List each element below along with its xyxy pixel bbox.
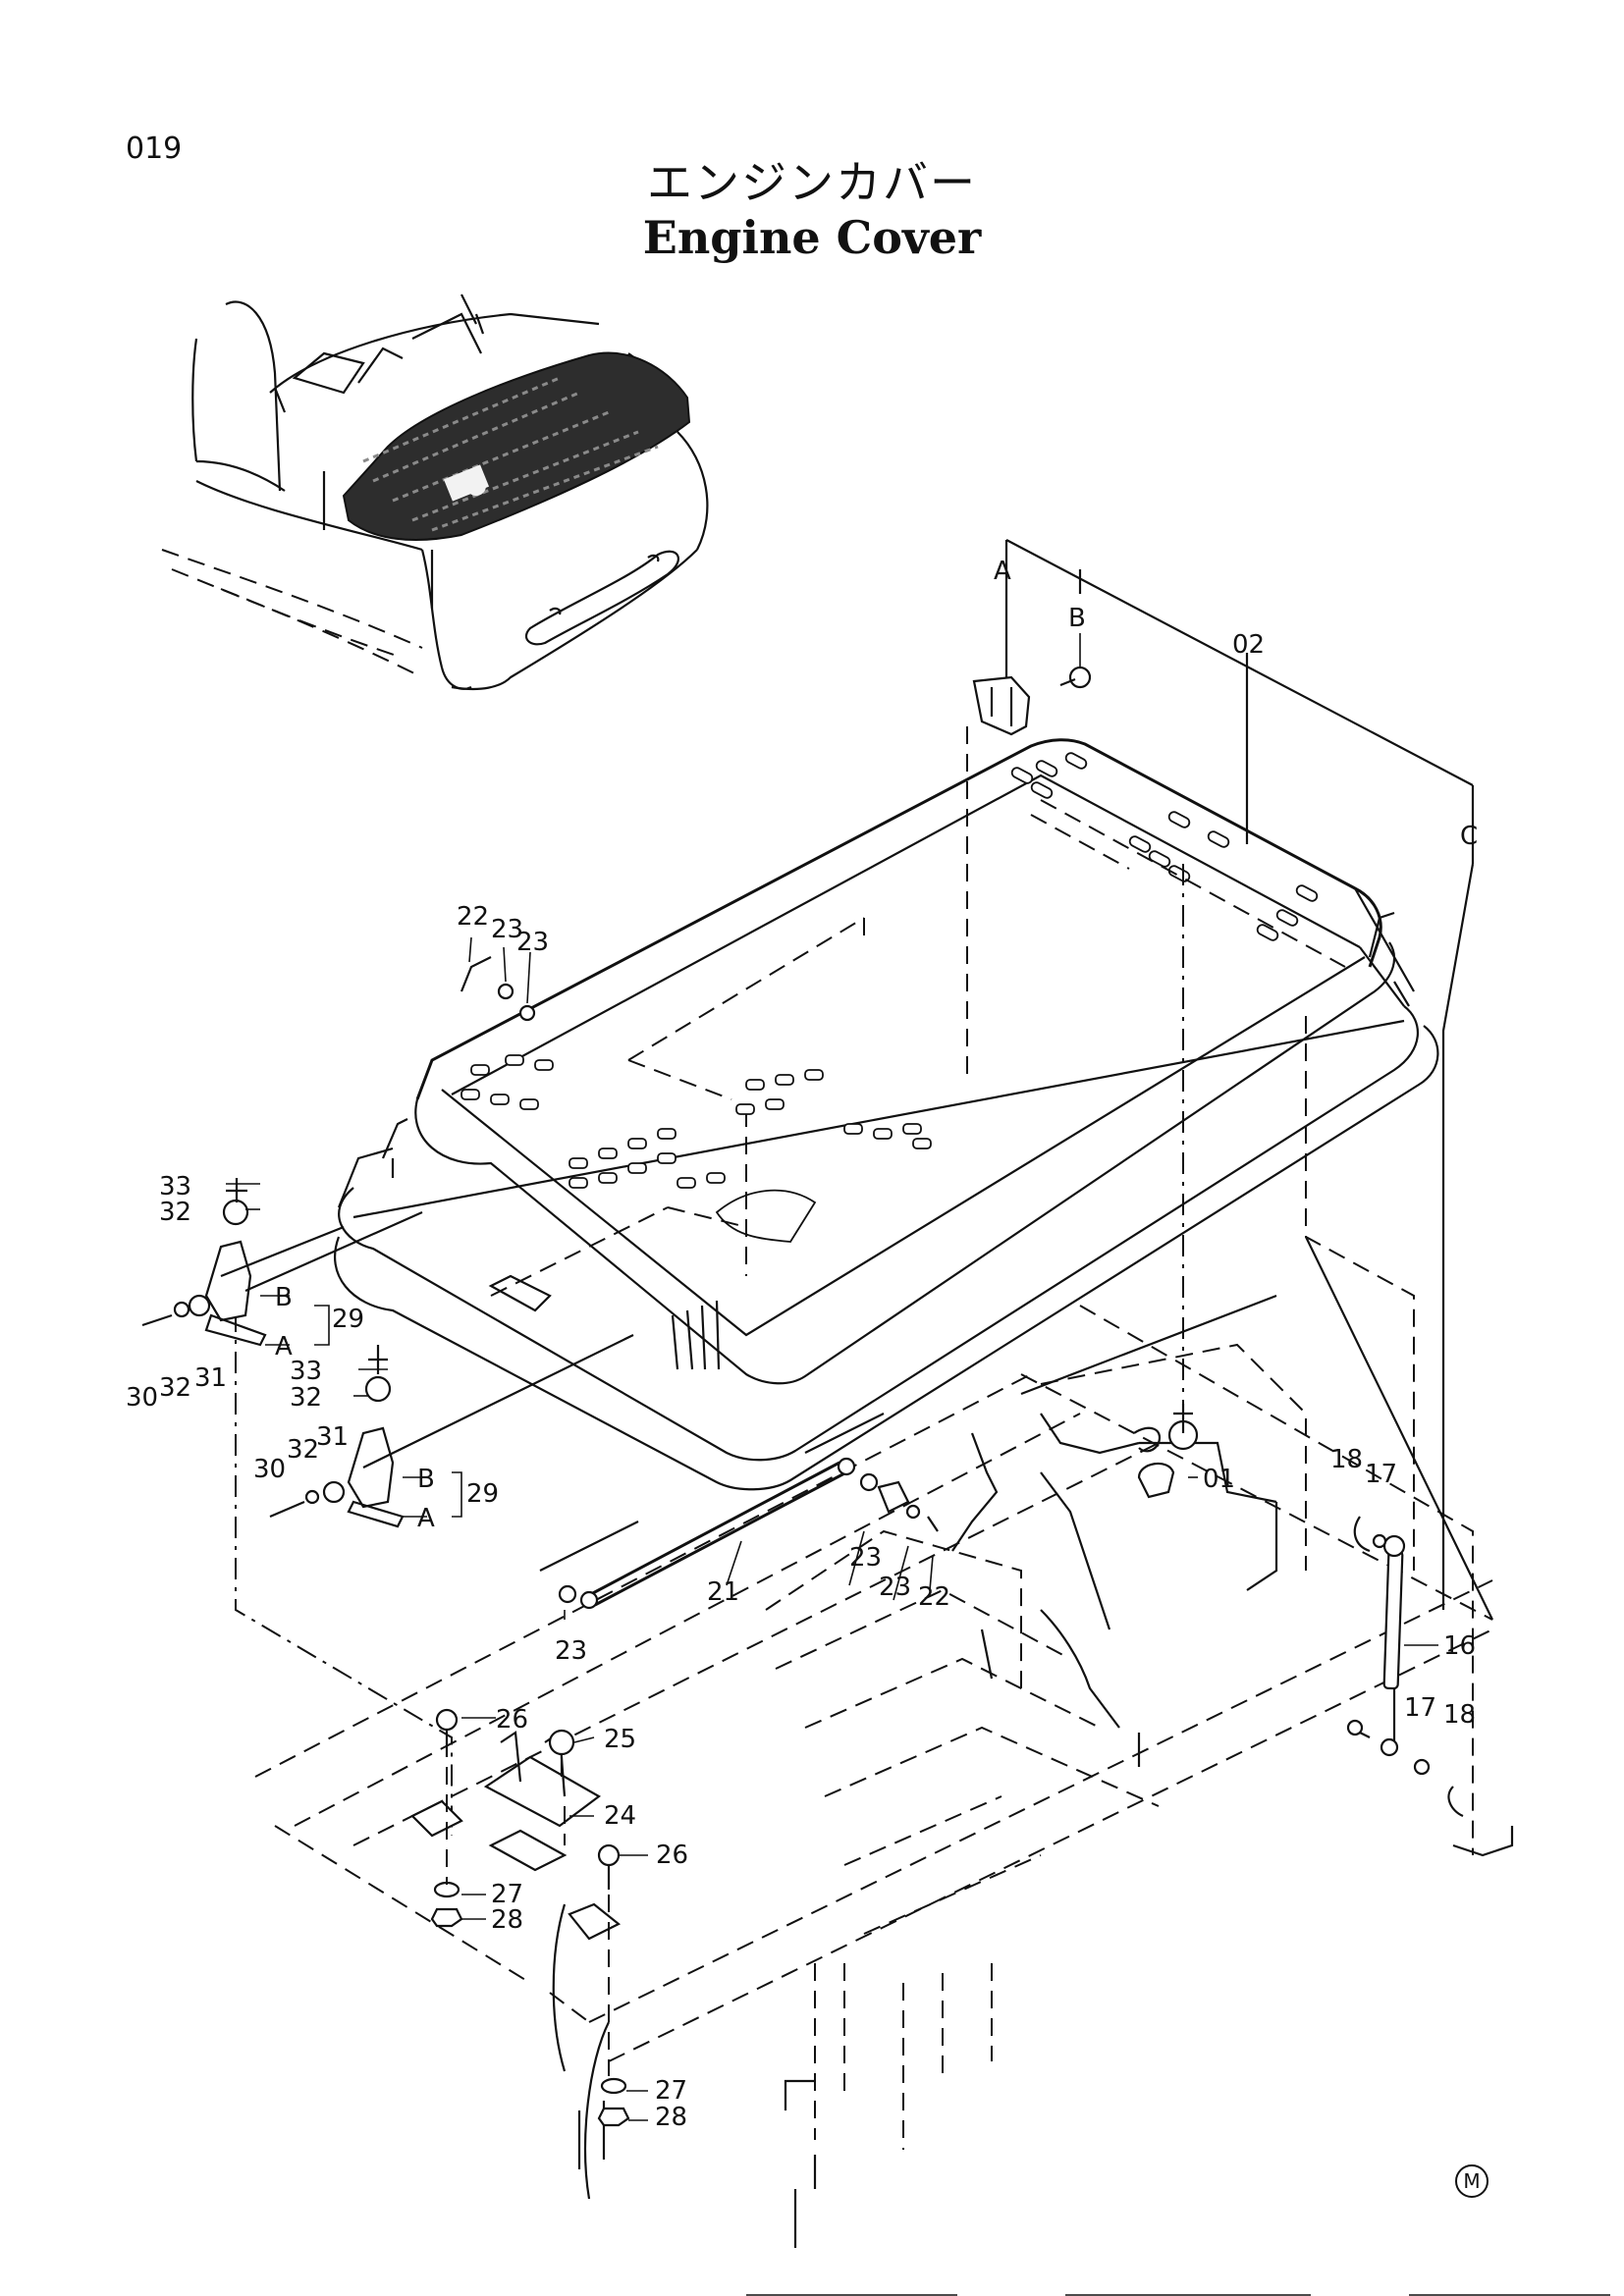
callout-21: 21 — [707, 1577, 739, 1607]
callout-A-l1: A — [275, 1332, 293, 1362]
callout-25: 25 — [604, 1725, 636, 1754]
machine-overview — [161, 294, 709, 691]
callout-labels: A B 02 C 22 23 23 33 32 B 29 A 30 32 31 … — [126, 557, 1478, 2132]
callout-28-a: 28 — [491, 1905, 523, 1935]
callout-23-m1: 23 — [849, 1543, 882, 1573]
frame-lines — [235, 539, 1514, 1857]
page-title-english: Engine Cover — [642, 211, 982, 264]
callout-22-m: 22 — [918, 1582, 950, 1612]
bracket-24-25-26 — [410, 1708, 630, 2127]
cover-vent-slots — [460, 752, 1346, 1189]
callout-B-l1: B — [275, 1283, 293, 1312]
gas-spring-16 — [1346, 1516, 1464, 1818]
callout-23-top-a: 23 — [491, 915, 523, 944]
callout-18-b: 18 — [1443, 1700, 1476, 1730]
callout-29-a: 29 — [332, 1305, 364, 1334]
callout-32-b: 32 — [159, 1373, 191, 1403]
callout-24: 24 — [604, 1801, 636, 1831]
engine-chassis-lines — [254, 1294, 1493, 2248]
callout-32-d: 32 — [287, 1435, 319, 1465]
callout-22-top: 22 — [457, 902, 489, 932]
hinge-bracket-A — [972, 666, 1092, 736]
callout-27-a: 27 — [491, 1880, 523, 1909]
callout-32-a: 32 — [159, 1198, 191, 1227]
page-title-japanese: エンジンカバー — [647, 156, 977, 209]
stay-bolt-01 — [1137, 1404, 1199, 1499]
callout-33-a: 33 — [159, 1172, 191, 1201]
callout-leader-lines — [226, 589, 1474, 2121]
callout-31-a: 31 — [194, 1363, 227, 1393]
callout-17-b: 17 — [1404, 1693, 1436, 1723]
callout-30-b: 30 — [253, 1455, 286, 1484]
callout-26-b: 26 — [656, 1841, 688, 1870]
callout-33-b: 33 — [290, 1357, 322, 1386]
callout-A-l2: A — [417, 1504, 435, 1533]
corner-mark-m: M — [1455, 2164, 1489, 2198]
callout-A-top: A — [994, 557, 1011, 586]
callout-23-m3: 23 — [555, 1636, 587, 1666]
callout-02: 02 — [1232, 630, 1265, 660]
callout-17-a: 17 — [1365, 1460, 1397, 1489]
callout-27-b: 27 — [655, 2076, 687, 2106]
callout-B-l2: B — [417, 1465, 435, 1494]
callout-23-m2: 23 — [879, 1573, 911, 1602]
engine-cover-part-02 — [333, 738, 1439, 1491]
latch-assembly-lower — [269, 1334, 634, 1528]
callout-01: 01 — [1203, 1465, 1235, 1494]
callout-23-top-b: 23 — [516, 928, 549, 957]
callout-C: C — [1460, 822, 1478, 851]
latch-assembly-upper — [141, 1178, 423, 1347]
callout-32-c: 32 — [290, 1383, 322, 1413]
callout-28-b: 28 — [655, 2103, 687, 2132]
callout-30-a: 30 — [126, 1383, 158, 1413]
page-number: 019 — [126, 132, 183, 166]
callout-26-a: 26 — [496, 1705, 528, 1735]
callout-29-b: 29 — [466, 1479, 499, 1509]
callout-18-a: 18 — [1330, 1445, 1363, 1474]
cover-stay-top-22-23 — [460, 956, 536, 1022]
callout-16: 16 — [1443, 1631, 1476, 1661]
cover-rod-21 — [539, 1413, 939, 1610]
callout-31-b: 31 — [316, 1422, 349, 1452]
callout-B-top: B — [1068, 604, 1086, 633]
